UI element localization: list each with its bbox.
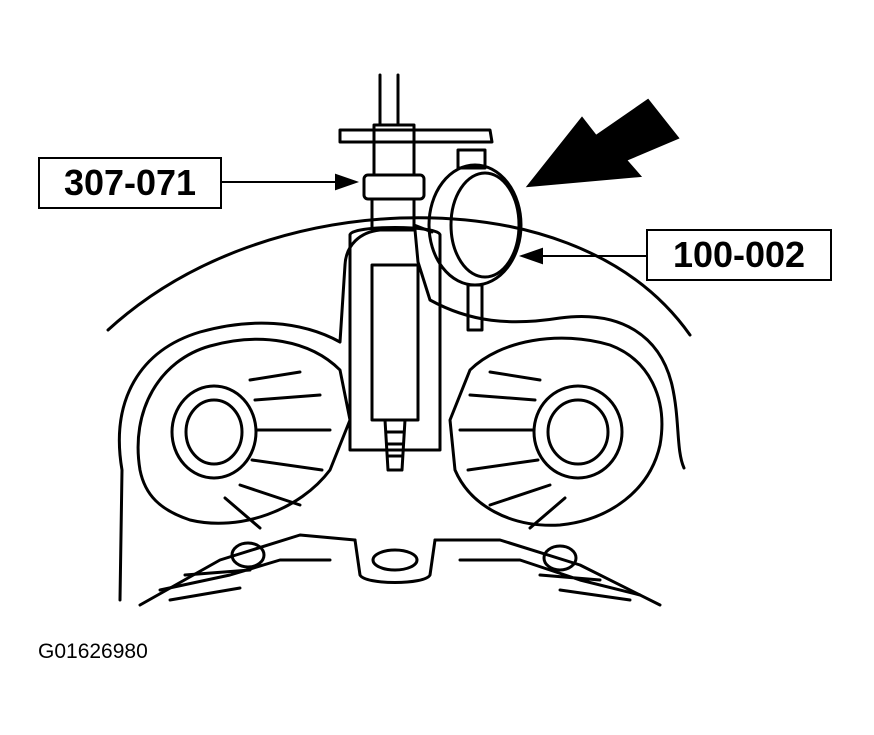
- right-small-ring: [542, 544, 578, 572]
- tool-sleeve: [348, 226, 442, 452]
- dial-face: [449, 171, 521, 279]
- gauge-number-label: 100-002: [672, 234, 806, 275]
- left-lobe: [136, 337, 352, 525]
- lower-ribs-right: [458, 558, 642, 602]
- right-bearing-inner: [546, 398, 610, 466]
- right-lobe: [448, 336, 664, 527]
- housing-outer-arc: [106, 216, 692, 337]
- left-small-ring: [230, 541, 266, 569]
- tool-handle: [338, 128, 494, 144]
- figure-id: G01626980: [38, 640, 148, 663]
- left-gear-spokes: [223, 370, 332, 530]
- lower-floor-right: [433, 538, 662, 607]
- lower-ribs-left: [158, 558, 332, 602]
- tool-collar: [362, 173, 426, 201]
- tool-upper-body: [372, 123, 416, 177]
- tool-number-label: 307-071: [63, 162, 197, 203]
- left-bearing-outer: [170, 384, 258, 480]
- right-bearing-outer: [532, 384, 624, 480]
- tool-number-callout: 307-071: [38, 157, 222, 209]
- tool-lower-body: [370, 197, 416, 231]
- gauge-number-callout: 100-002: [646, 229, 832, 281]
- tool-inner-shaft: [370, 263, 420, 422]
- housing-body: [117, 228, 686, 602]
- tool-rod: [378, 73, 400, 127]
- bottom-well: [353, 538, 437, 584]
- bottom-well-opening: [371, 548, 419, 572]
- dial-mount-arm: [412, 223, 434, 234]
- leader-arrowhead-gauge: [518, 247, 543, 265]
- right-gear-spokes: [458, 370, 567, 530]
- dial-stem-top: [456, 148, 487, 170]
- pointer-arrow: [525, 98, 680, 188]
- dial-stem-bottom: [466, 283, 484, 332]
- left-bearing-inner: [184, 398, 244, 466]
- leader-arrowhead-tool: [335, 173, 360, 191]
- tool-taper-tip: [383, 418, 407, 472]
